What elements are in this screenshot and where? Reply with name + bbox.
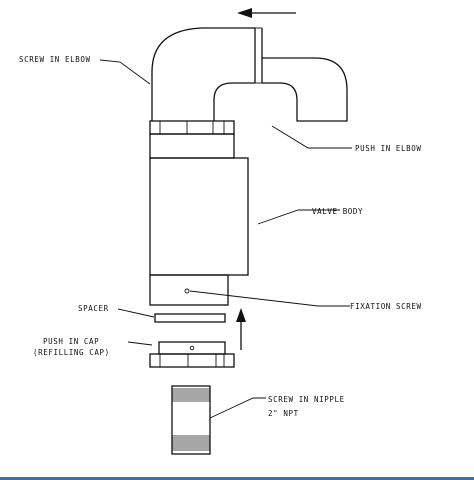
push-in-elbow — [261, 28, 348, 122]
label-nipple-size: 2" NPT — [268, 409, 299, 418]
fixation-screw-hole — [184, 288, 190, 294]
insertion-arrow-up — [236, 308, 246, 350]
label-valve-body: VALVE BODY — [312, 207, 363, 216]
hex-nut — [149, 120, 235, 135]
label-push-in-elbow: PUSH IN ELBOW — [355, 144, 422, 153]
label-screw-in-nipple: SCREW IN NIPPLE — [268, 395, 345, 404]
valve-body — [149, 133, 249, 306]
label-push-in-cap: PUSH IN CAP — [43, 337, 99, 346]
label-refilling-cap: (REFILLING CAP) — [33, 348, 110, 357]
push-in-cap — [149, 341, 235, 368]
spacer — [154, 313, 226, 323]
label-screw-in-elbow: SCREW IN ELBOW — [19, 55, 91, 64]
leader-lines — [99, 59, 352, 419]
label-fixation-screw: FIXATION SCREW — [350, 302, 422, 311]
bottom-bar — [0, 477, 474, 480]
screw-in-nipple — [171, 385, 211, 455]
flow-arrow-left — [237, 8, 296, 18]
screw-in-elbow — [151, 27, 262, 121]
label-spacer: SPACER — [78, 304, 109, 313]
